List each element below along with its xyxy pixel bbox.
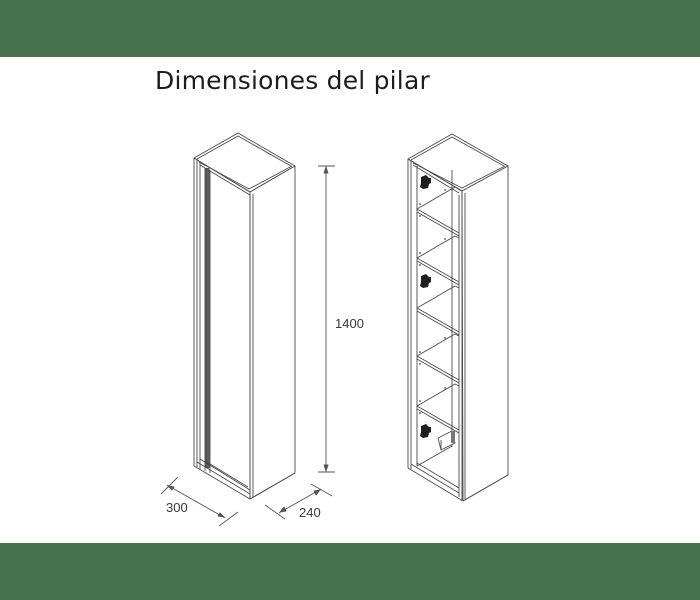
depth-dimension-line <box>264 483 333 520</box>
open-cabinet <box>407 133 509 502</box>
height-dimension-label: 1400 <box>335 316 364 331</box>
top-green-band <box>0 0 700 57</box>
hinge-icons <box>420 175 431 438</box>
page-title: Dimensiones del pilar <box>155 66 430 95</box>
shelf-pins <box>419 189 446 414</box>
bottom-green-band <box>0 543 700 600</box>
width-dimension-label: 300 <box>166 500 188 515</box>
width-dimension-line <box>160 476 239 527</box>
shelves <box>416 186 463 434</box>
hinge-plate <box>437 430 456 451</box>
depth-dimension-label: 240 <box>299 505 321 520</box>
height-dimension-line <box>318 165 335 473</box>
closed-cabinet <box>193 132 296 500</box>
